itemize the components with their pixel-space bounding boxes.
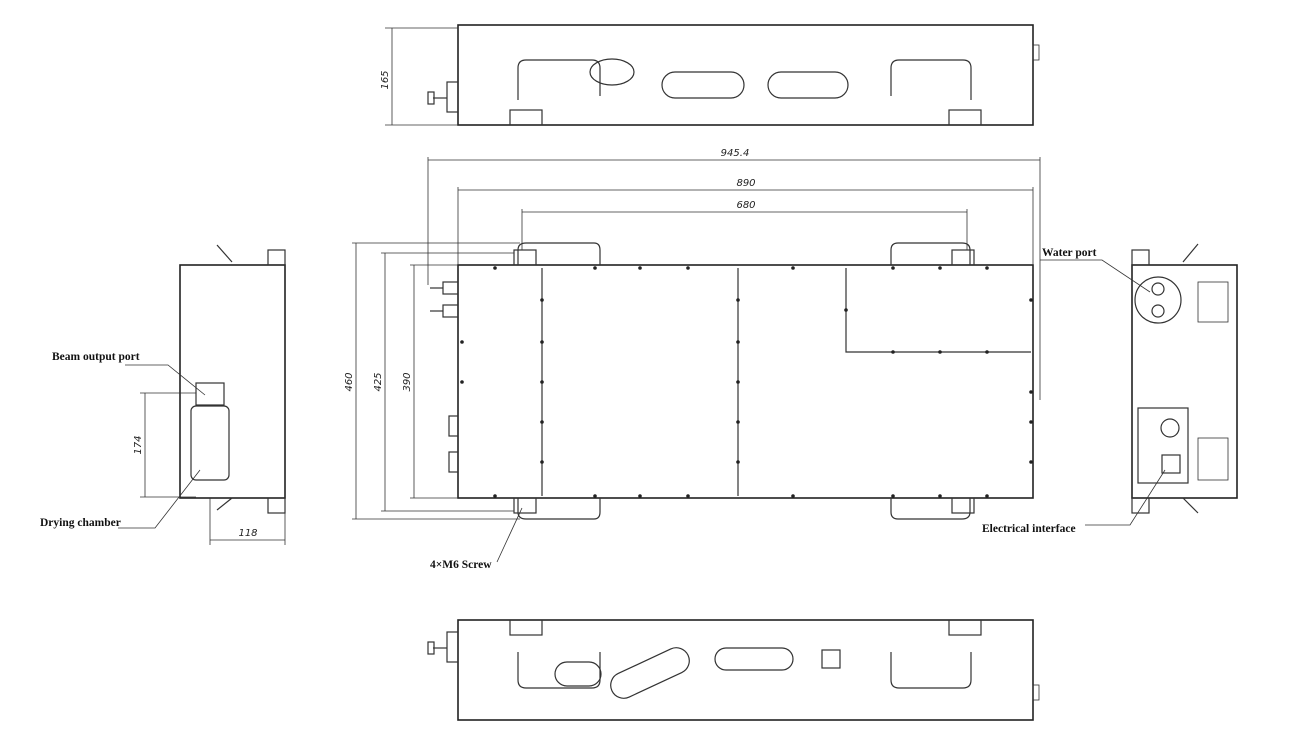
dim-height-body: 390 bbox=[402, 372, 413, 391]
electrical-interface-leader bbox=[1085, 469, 1166, 526]
water-port-leader bbox=[1040, 259, 1151, 293]
dim-handle-span: 680 bbox=[736, 200, 755, 211]
drying-chamber-leader bbox=[118, 469, 201, 529]
bottom-port-3 bbox=[714, 647, 794, 671]
bottom-handle-right bbox=[890, 652, 972, 689]
dim-beam-height: 174 bbox=[133, 435, 144, 454]
dim-depth: 118 bbox=[238, 528, 257, 539]
top-handle-left bbox=[517, 59, 601, 100]
beam-output-port bbox=[195, 382, 225, 406]
top-port-oval-1 bbox=[661, 71, 745, 99]
electrical-interface bbox=[1137, 407, 1189, 484]
bottom-foot-right bbox=[948, 619, 982, 636]
front-handle-bottom-right bbox=[890, 498, 971, 520]
front-handle-bottom-left bbox=[517, 498, 601, 520]
front-water-connectors bbox=[430, 281, 459, 473]
dim-top-height: 165 bbox=[380, 70, 391, 89]
right-side-view: Water port Electrical interface bbox=[982, 243, 1238, 535]
water-port bbox=[1134, 276, 1182, 324]
top-foot-left bbox=[509, 109, 543, 126]
bottom-view-body bbox=[457, 619, 1034, 721]
screw-block-top-right bbox=[951, 249, 975, 266]
bottom-port-1 bbox=[554, 661, 602, 687]
screw-block-top-left bbox=[513, 249, 537, 266]
callout-screw: 4×M6 Screw bbox=[430, 559, 492, 571]
callout-electrical-interface: Electrical interface bbox=[982, 523, 1076, 535]
drying-chamber bbox=[190, 405, 230, 481]
front-handle-top-right bbox=[890, 242, 971, 265]
front-view-body bbox=[457, 264, 1034, 499]
dim-overall-height: 460 bbox=[344, 372, 355, 391]
callout-water-port: Water port bbox=[1042, 247, 1097, 259]
bottom-view bbox=[427, 619, 1040, 721]
bottom-port-2 bbox=[610, 647, 690, 699]
top-port-oval-2 bbox=[767, 71, 849, 99]
bottom-foot-left bbox=[509, 619, 543, 636]
front-bolts bbox=[460, 266, 1033, 498]
front-view: 945.4 890 680 460 425 390 4×M6 Screw bbox=[344, 148, 1041, 571]
callout-drying-chamber: Drying chamber bbox=[40, 517, 121, 529]
top-view: 165 bbox=[380, 24, 1040, 126]
front-handle-top-left bbox=[517, 242, 601, 265]
dim-height-mid: 425 bbox=[373, 372, 384, 391]
front-view-subpanel bbox=[845, 268, 1031, 353]
top-handle-right bbox=[890, 59, 972, 100]
top-view-body bbox=[457, 24, 1034, 126]
bottom-port-square bbox=[821, 649, 841, 669]
screw-block-bottom-left bbox=[513, 497, 537, 514]
dim-body-length: 890 bbox=[736, 178, 755, 189]
screw-block-bottom-right bbox=[951, 497, 975, 514]
top-view-connector bbox=[427, 81, 459, 113]
bottom-view-connector bbox=[427, 631, 459, 663]
top-foot-right bbox=[948, 109, 982, 126]
beam-output-leader bbox=[125, 364, 206, 396]
screw-leader bbox=[496, 507, 523, 563]
left-side-view: 174 118 Beam output port Drying chamber bbox=[40, 244, 286, 545]
callout-beam-output-port: Beam output port bbox=[52, 351, 140, 363]
left-view-body bbox=[179, 264, 286, 499]
dim-overall-length: 945.4 bbox=[721, 148, 750, 159]
right-view-body bbox=[1131, 264, 1238, 499]
top-port-round bbox=[589, 58, 635, 86]
bottom-handle-left bbox=[517, 652, 601, 689]
